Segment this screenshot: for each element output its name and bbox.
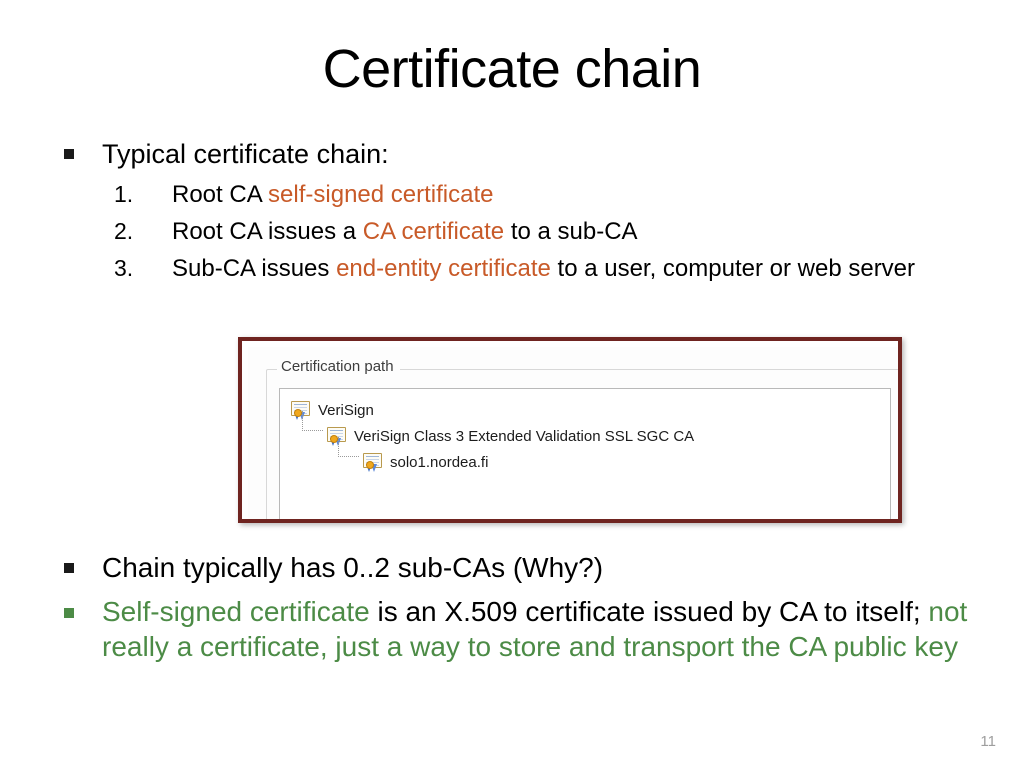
list-item-text: Sub-CA issues end-entity certificate to … (172, 255, 915, 282)
tree-node-label: solo1.nordea.fi (390, 453, 489, 471)
bullet-label: Self-signed certificate is an X.509 cert… (102, 596, 967, 662)
dialog-surface: Certification path VeriSign (248, 347, 898, 519)
bullet-chain-sub-cas: Chain typically has 0..2 sub-CAs (Why?) (56, 548, 986, 588)
text-run: Sub-CA issues (172, 255, 337, 282)
page-number: 11 (980, 733, 996, 750)
certification-path-screenshot: Certification path VeriSign (238, 337, 902, 523)
bullet-label: Typical certificate chain: (102, 139, 389, 169)
bullet-label: Chain typically has 0..2 sub-CAs (Why?) (102, 552, 604, 583)
tree-node-label: VeriSign Class 3 Extended Validation SSL… (354, 427, 695, 445)
bullet-typical-certificate-chain: Typical certificate chain: (56, 136, 986, 172)
text-run-accent: CA certificate (362, 218, 505, 245)
text-run: Root CA (172, 181, 269, 208)
list-item: 1. Root CA self-signed certificate (56, 176, 986, 213)
text-run-accent: end-entity certificate (336, 255, 551, 282)
certificate-tree: VeriSign VeriSign Class 3 Extended Valid… (280, 389, 890, 475)
text-run: to a user, computer or web server (550, 255, 916, 282)
text-run-accent: not really a certificate, just a way to … (102, 596, 968, 662)
list-item: 2. Root CA issues a CA certificate to a … (56, 213, 986, 250)
slide-body-lower: Chain typically has 0..2 sub-CAs (Why?) … (56, 548, 986, 666)
list-item: 3. Sub-CA issues end-entity certificate … (56, 250, 986, 287)
list-item-number: 2. (114, 218, 134, 244)
certification-path-groupbox: Certification path VeriSign (266, 358, 898, 519)
certificate-chain-tree-panel[interactable]: VeriSign VeriSign Class 3 Extended Valid… (279, 388, 891, 519)
list-item-number: 1. (114, 181, 134, 207)
tree-node-root-ca[interactable]: VeriSign (280, 397, 890, 423)
bullet-self-signed-definition: Self-signed certificate is an X.509 cert… (56, 594, 986, 664)
tree-node-label: VeriSign (318, 401, 374, 419)
text-run: to a sub-CA (504, 218, 638, 245)
bullet-square-icon (64, 563, 74, 573)
tree-connector-line (338, 437, 359, 457)
numbered-list: 1. Root CA self-signed certificate 2. Ro… (56, 176, 986, 287)
list-item-number: 3. (114, 255, 134, 281)
tree-node-end-entity[interactable]: solo1.nordea.fi (280, 437, 890, 475)
groupbox-label: Certification path (277, 358, 400, 375)
list-item-text: Root CA issues a CA certificate to a sub… (172, 218, 638, 245)
certificate-icon (362, 452, 384, 472)
text-run-accent: self-signed certificate (268, 181, 494, 208)
slide-body: Typical certificate chain: 1. Root CA se… (56, 136, 986, 287)
text-run-accent: Self-signed certificate (102, 596, 370, 627)
text-run: Root CA issues a (172, 218, 363, 245)
bullet-square-icon (64, 149, 74, 159)
text-run: is an X.509 certificate issued by CA to … (369, 596, 929, 627)
tree-connector-line (302, 411, 323, 431)
list-item-text: Root CA self-signed certificate (172, 181, 493, 208)
tree-node-sub-ca[interactable]: VeriSign Class 3 Extended Validation SSL… (280, 411, 890, 449)
page-title: Certificate chain (322, 39, 702, 99)
certificate-icon (326, 426, 348, 446)
bullet-square-icon (64, 608, 74, 618)
